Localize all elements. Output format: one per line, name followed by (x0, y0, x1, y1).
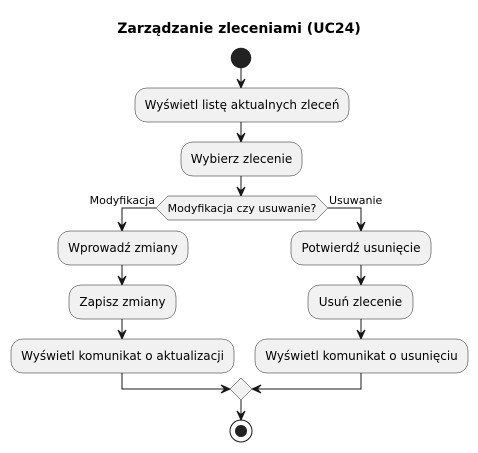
activity-enter-changes (57, 230, 189, 266)
activity-show-list-label: Wyświetl listę aktualnych zleceń (145, 98, 340, 112)
end-node-inner (235, 425, 247, 437)
arrowhead (117, 329, 127, 341)
arrowhead (236, 410, 246, 422)
arrowhead (356, 221, 366, 233)
activity-select-order-label: Wybierz zlecenie (191, 152, 292, 166)
arrowhead (117, 221, 127, 233)
diagram-title: Zarządzanie zleceniami (UC24) (117, 21, 360, 37)
branch-label-modify: Modyfikacja (90, 194, 155, 207)
activity-show-delete-msg-label: Wyświetl komunikat o usunięciu (265, 349, 458, 363)
merge-node (229, 377, 253, 401)
arrowhead (356, 329, 366, 341)
edge-delete-msg-to-merge (257, 373, 362, 390)
edge-update-msg-to-merge (121, 373, 225, 390)
activity-save-changes-label: Zapisz zmiany (79, 295, 165, 309)
edge-decision-to-delete (328, 207, 362, 226)
arrowhead (220, 384, 232, 394)
activity-show-list (134, 87, 350, 123)
activity-delete-order-label: Usuń zlecenie (319, 295, 402, 309)
arrowhead (236, 132, 246, 144)
arrowhead (236, 78, 246, 90)
arrowhead (356, 275, 366, 287)
branch-label-delete: Usuwanie (329, 194, 383, 207)
arrowhead (117, 275, 127, 287)
activity-show-update-msg-label: Wyświetl komunikat o aktualizacji (21, 349, 224, 363)
arrowhead (250, 384, 262, 394)
edge-decision-to-modify (121, 207, 156, 226)
decision-question: Modyfikacja czy usuwanie? (168, 202, 317, 215)
activity-confirm-delete-label: Potwierdź usunięcie (302, 241, 421, 255)
arrowhead (236, 186, 246, 198)
activity-enter-changes-label: Wprowadź zmiany (68, 241, 178, 255)
start-node (230, 47, 252, 69)
end-node-outer (229, 419, 253, 443)
